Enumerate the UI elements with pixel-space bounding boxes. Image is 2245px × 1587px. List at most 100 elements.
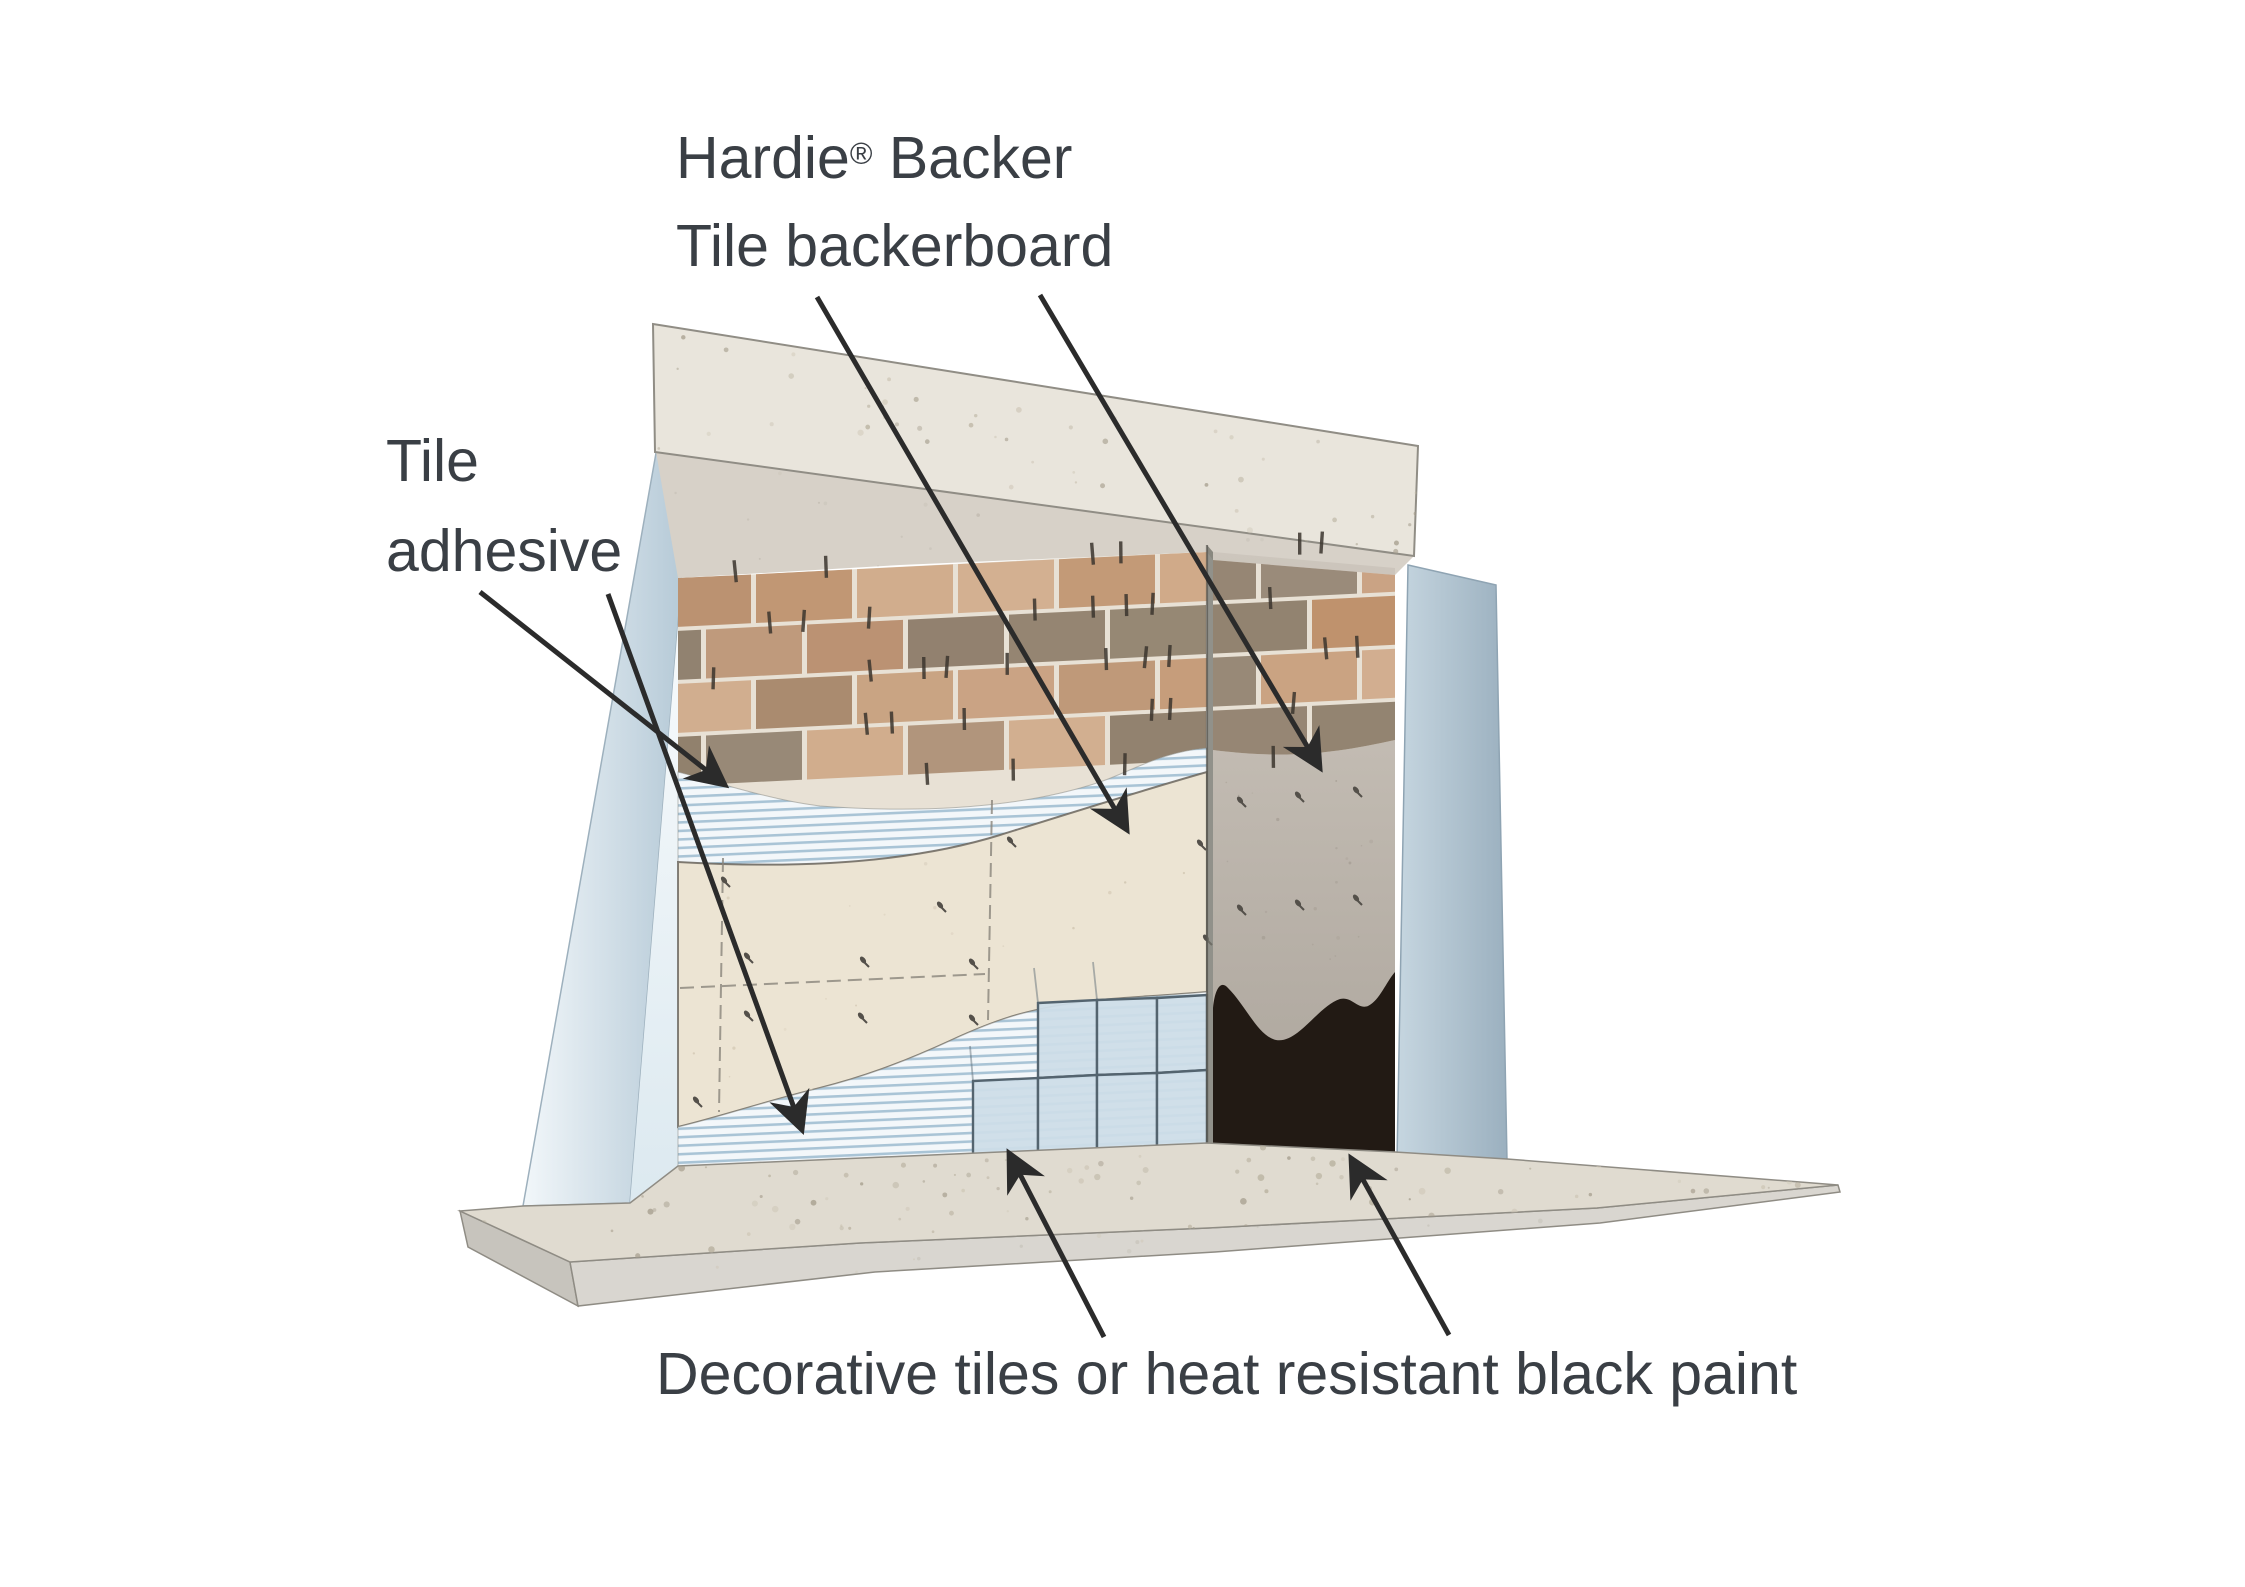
speckle: [950, 932, 954, 936]
speckle: [1108, 890, 1112, 895]
wall-tie: [1354, 635, 1360, 658]
speckle: [1776, 1242, 1780, 1246]
speckle: [959, 357, 962, 360]
wall-tie: [767, 611, 773, 634]
wall-tie: [1090, 595, 1096, 618]
brick: [958, 559, 1054, 614]
speckle: [1310, 1156, 1316, 1162]
speckle: [1138, 1154, 1142, 1158]
speckle: [1357, 935, 1360, 938]
label-backerboard-line1: Hardie® Backer: [676, 124, 1073, 191]
speckle: [778, 471, 782, 476]
speckle: [462, 1249, 470, 1256]
brick: [1160, 655, 1207, 710]
speckle: [657, 447, 661, 450]
tile: [1095, 1071, 1159, 1152]
speckle: [1592, 1149, 1596, 1152]
speckle: [916, 1256, 921, 1261]
speckle: [1261, 457, 1265, 461]
speckle: [1078, 1178, 1084, 1184]
speckle: [1335, 880, 1338, 884]
speckle: [966, 1172, 972, 1178]
speckle: [1261, 935, 1266, 940]
screw-mark: [1298, 904, 1305, 911]
speckle: [887, 377, 891, 382]
speckle: [791, 352, 796, 357]
wall-tie: [867, 659, 873, 682]
speckle: [1339, 1174, 1344, 1180]
speckle: [976, 513, 980, 517]
speckle: [1716, 1207, 1722, 1214]
speckle: [949, 1210, 954, 1216]
brick: [1009, 609, 1105, 664]
speckle: [1264, 910, 1268, 914]
registered-trademark-symbol: ®: [849, 136, 873, 171]
speckle: [1703, 1259, 1706, 1262]
speckle: [1024, 327, 1030, 334]
speckle: [1479, 1247, 1484, 1252]
speckle: [933, 1163, 938, 1168]
speckle: [1474, 1301, 1478, 1305]
speckle: [825, 1197, 829, 1201]
speckle: [1735, 1234, 1738, 1237]
brick: [1110, 605, 1206, 659]
speckle: [1104, 332, 1111, 339]
speckle: [839, 1225, 844, 1231]
speckle: [1349, 366, 1354, 371]
speckle: [1372, 419, 1379, 426]
speckle: [848, 905, 851, 907]
speckle: [674, 491, 677, 495]
wall-tie: [732, 560, 738, 583]
speckle: [1665, 1221, 1671, 1226]
speckle: [1710, 1234, 1717, 1240]
brick: [908, 614, 1004, 669]
brick-masonry-right: [1213, 560, 1395, 755]
speckle: [1390, 423, 1397, 430]
backerboard-top-band: [656, 452, 1414, 578]
speckle: [1329, 1160, 1336, 1167]
brick: [1312, 701, 1395, 755]
speckle: [996, 1187, 1000, 1191]
speckle: [505, 1149, 508, 1153]
wall-tie: [1149, 698, 1155, 721]
screw-mark: [1200, 844, 1207, 851]
speckle: [1794, 1182, 1801, 1189]
screw-mark: [940, 906, 947, 913]
speckle: [1245, 1276, 1248, 1280]
wall-tie: [711, 667, 716, 690]
annotation-arrows: [478, 293, 1452, 1339]
speckle: [1393, 540, 1399, 546]
speckle: [708, 1246, 715, 1253]
speckle: [1235, 364, 1239, 368]
brick: [1059, 554, 1155, 609]
speckle: [1306, 358, 1313, 365]
speckle: [933, 906, 937, 910]
speckle: [942, 1192, 948, 1198]
screw-mark: [972, 963, 979, 970]
speckle: [728, 1075, 731, 1078]
speckle: [817, 501, 821, 504]
brick: [1160, 552, 1207, 604]
wall-tie: [889, 711, 895, 734]
speckle: [751, 1200, 758, 1207]
speckle: [1510, 1240, 1513, 1243]
speckle: [853, 331, 860, 337]
wall-tie: [1089, 542, 1096, 565]
speckle: [1360, 844, 1363, 847]
speckle: [681, 335, 686, 340]
speckle: [1800, 1232, 1803, 1235]
speckle: [1123, 881, 1127, 884]
speckle: [771, 1205, 779, 1213]
brick: [678, 574, 751, 628]
wall-tie: [1267, 586, 1273, 610]
speckle: [923, 502, 928, 507]
board-joint-vertical: [718, 857, 724, 1113]
speckle: [1187, 1224, 1193, 1229]
speckle: [1135, 1240, 1140, 1245]
speckle: [986, 1176, 990, 1180]
speckle: [922, 1180, 926, 1183]
speckle: [1140, 1239, 1144, 1243]
speckle: [610, 1229, 614, 1233]
speckle: [1259, 1144, 1267, 1151]
